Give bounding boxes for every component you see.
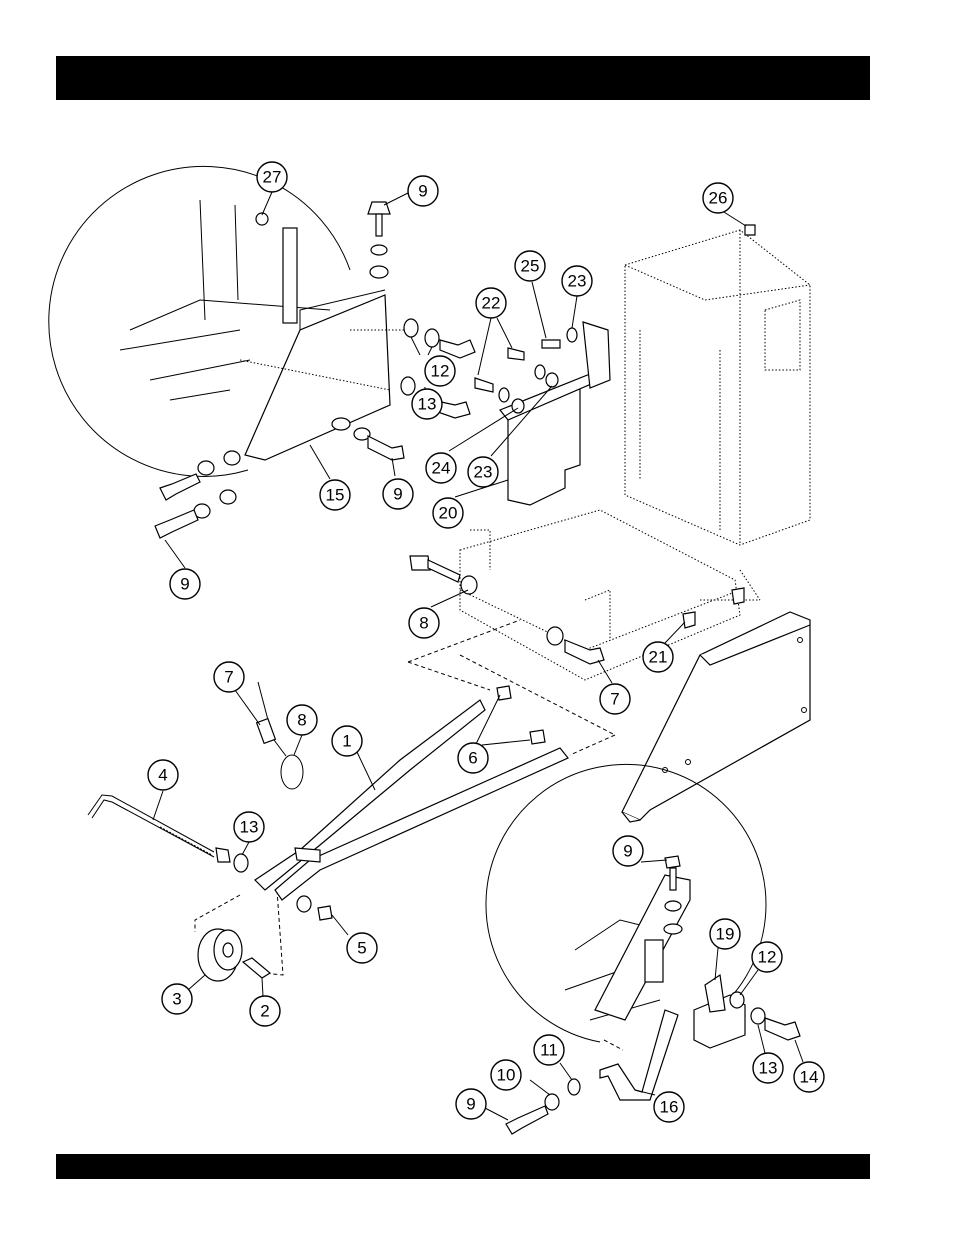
svg-text:7: 7 — [610, 690, 619, 709]
callout-21: 21 — [643, 642, 673, 672]
svg-text:22: 22 — [482, 294, 501, 313]
svg-text:15: 15 — [326, 486, 345, 505]
callout-13-top: 13 — [412, 389, 442, 419]
svg-text:13: 13 — [240, 818, 259, 837]
svg-text:2: 2 — [260, 1002, 269, 1021]
svg-text:3: 3 — [172, 990, 181, 1009]
svg-text:12: 12 — [431, 362, 450, 381]
svg-text:7: 7 — [224, 668, 233, 687]
hardware-22-25 — [475, 225, 755, 413]
callout-13-left: 13 — [234, 812, 264, 842]
svg-text:9: 9 — [418, 182, 427, 201]
svg-text:25: 25 — [521, 257, 540, 276]
callout-9-bottom-right: 9 — [613, 836, 643, 866]
callout-23-mid: 23 — [468, 457, 498, 487]
svg-text:20: 20 — [439, 504, 458, 523]
pin-and-ring — [257, 682, 303, 789]
svg-text:23: 23 — [568, 272, 587, 291]
callout-9-bottom: 9 — [456, 1089, 486, 1119]
callout-14: 14 — [794, 1062, 824, 1092]
svg-text:24: 24 — [432, 459, 451, 478]
svg-text:27: 27 — [263, 168, 282, 187]
callout-8-left: 8 — [287, 705, 317, 735]
callout-5: 5 — [347, 933, 377, 963]
callout-2: 2 — [250, 996, 280, 1026]
svg-text:4: 4 — [158, 766, 167, 785]
svg-text:8: 8 — [297, 711, 306, 730]
svg-text:26: 26 — [709, 189, 728, 208]
callout-22: 22 — [476, 288, 506, 318]
callout-10: 10 — [491, 1060, 521, 1090]
svg-text:1: 1 — [342, 732, 351, 751]
svg-text:12: 12 — [758, 948, 777, 967]
callout-27: 27 — [257, 162, 287, 192]
callout-12-bottom: 12 — [752, 942, 782, 972]
callout-6: 6 — [458, 743, 488, 773]
svg-text:13: 13 — [418, 395, 437, 414]
svg-text:13: 13 — [759, 1059, 778, 1078]
wheel-and-axle — [198, 929, 270, 981]
callout-25: 25 — [515, 251, 545, 281]
callout-13-bottom: 13 — [753, 1053, 783, 1083]
callout-20: 20 — [433, 498, 463, 528]
callout-4: 4 — [148, 760, 178, 790]
svg-text:23: 23 — [474, 463, 493, 482]
svg-text:9: 9 — [393, 485, 402, 504]
callout-8-mid: 8 — [409, 608, 439, 638]
callout-1: 1 — [332, 726, 362, 756]
callout-7-mid: 7 — [600, 684, 630, 714]
callout-24: 24 — [426, 453, 456, 483]
callout-23-top: 23 — [562, 266, 592, 296]
callout-9-left: 9 — [170, 569, 200, 599]
assembly-guide-lines — [195, 620, 615, 975]
svg-text:9: 9 — [623, 842, 632, 861]
callout-26: 26 — [703, 183, 733, 213]
callout-9-mid: 9 — [383, 479, 413, 509]
callout-15: 15 — [320, 480, 350, 510]
hitch-rod — [88, 795, 248, 872]
svg-text:10: 10 — [497, 1066, 516, 1085]
callout-9-top: 9 — [408, 176, 438, 206]
callout-11: 11 — [534, 1035, 564, 1065]
callout-3: 3 — [162, 984, 192, 1014]
detail-view-bottom-right — [486, 764, 800, 1134]
svg-text:19: 19 — [716, 925, 735, 944]
svg-text:5: 5 — [357, 939, 366, 958]
callout-19: 19 — [710, 919, 740, 949]
plate-20 — [500, 322, 610, 505]
svg-text:9: 9 — [180, 575, 189, 594]
svg-text:8: 8 — [419, 614, 428, 633]
callout-16: 16 — [654, 1092, 684, 1122]
callout-12-top: 12 — [425, 356, 455, 386]
callout-7-left: 7 — [214, 662, 244, 692]
svg-text:9: 9 — [466, 1095, 475, 1114]
svg-text:16: 16 — [660, 1098, 679, 1117]
svg-text:14: 14 — [800, 1068, 819, 1087]
svg-text:6: 6 — [468, 749, 477, 768]
wheel-hardware — [297, 896, 332, 920]
svg-text:11: 11 — [540, 1041, 558, 1060]
svg-text:21: 21 — [649, 648, 668, 667]
